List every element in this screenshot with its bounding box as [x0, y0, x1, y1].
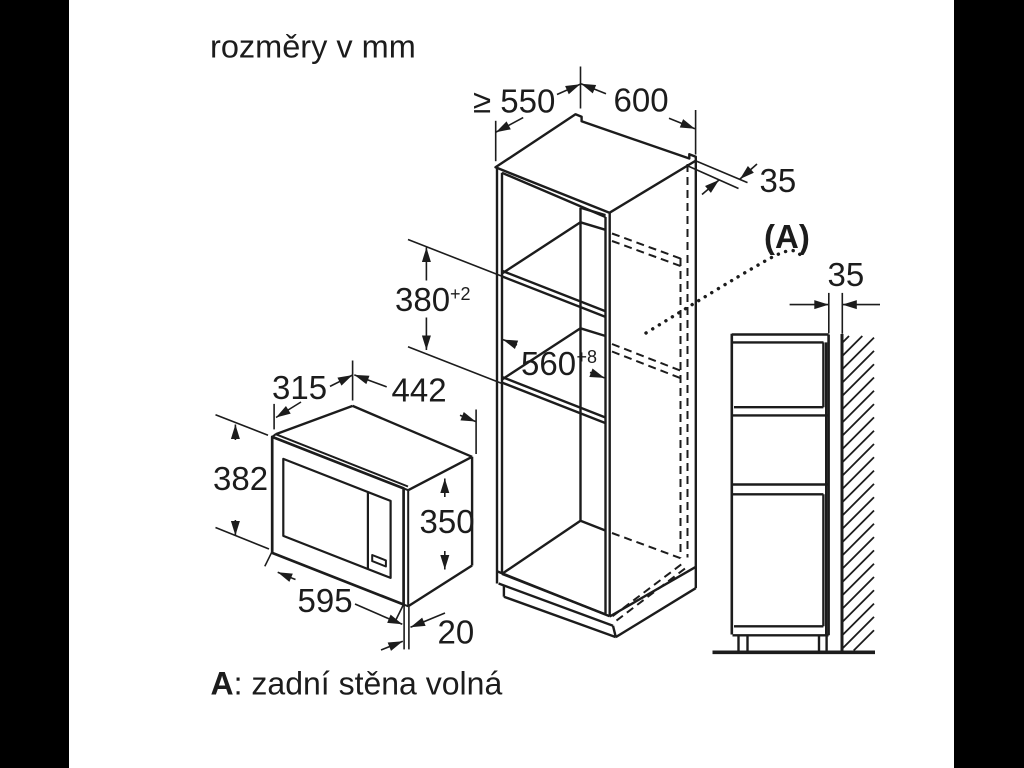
- svg-text:35: 35: [828, 256, 865, 293]
- svg-text:35: 35: [760, 162, 797, 199]
- svg-text:382: 382: [213, 460, 268, 497]
- svg-text:+8: +8: [577, 347, 598, 367]
- svg-text:380: 380: [395, 281, 450, 318]
- svg-text:442: 442: [392, 372, 447, 409]
- svg-text:350: 350: [420, 503, 475, 540]
- svg-text:rozměry v mm: rozměry v mm: [210, 29, 416, 65]
- svg-text:(A): (A): [764, 218, 810, 255]
- svg-text:≥ 550: ≥ 550: [473, 83, 555, 120]
- svg-text:600: 600: [614, 82, 669, 119]
- svg-text:20: 20: [438, 614, 475, 651]
- svg-text:595: 595: [298, 582, 353, 619]
- svg-text:+2: +2: [450, 284, 471, 304]
- svg-text:A: zadní stěna volná: A: zadní stěna volná: [211, 666, 503, 702]
- svg-text:560: 560: [521, 345, 576, 382]
- svg-text:315: 315: [272, 369, 327, 406]
